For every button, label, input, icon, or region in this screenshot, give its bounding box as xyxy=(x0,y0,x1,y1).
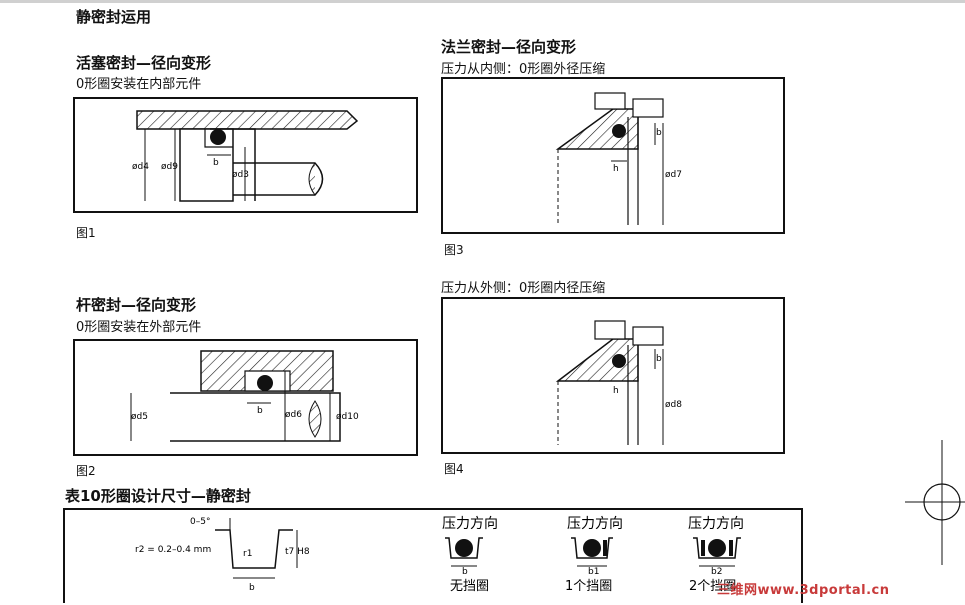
fig4-subtitle: 压力从外侧：0形圈内径压缩 xyxy=(441,281,606,296)
fig1-label-b: b xyxy=(213,158,219,168)
fig4-label-b: b xyxy=(656,354,662,364)
table10-col3-dim: b2 xyxy=(711,567,722,577)
fig2-label-d6: ød6 xyxy=(285,410,302,420)
fig2-drawing: b ød5 ød6 ød10 xyxy=(73,339,418,456)
table10-col3-pressure: 压力方向 xyxy=(688,516,744,532)
fig4-label-d8: ød8 xyxy=(665,400,682,410)
fig2-label-d5: ød5 xyxy=(131,412,148,422)
fig1-subtitle: 0形圈安装在内部元件 xyxy=(76,77,202,92)
fig2-subtitle: 0形圈安装在外部元件 xyxy=(76,320,202,335)
fig3-label-h: h xyxy=(613,164,619,174)
table10-t: t7 H8 xyxy=(285,547,310,557)
fig1-label-d9: ød9 xyxy=(161,162,178,172)
watermark: 三维网www.3dportal.cn xyxy=(717,583,890,598)
fig2-label-d10: ød10 xyxy=(336,412,359,422)
table10-title: 表10形圈设计尺寸—静密封 xyxy=(65,487,251,505)
table10-angle: 0–5° xyxy=(190,517,210,527)
table10-b: b xyxy=(249,583,255,593)
fig3-subtitle: 压力从内侧：0形圈外径压缩 xyxy=(441,62,606,77)
fig1-title: 活塞密封—径向变形 xyxy=(76,54,212,72)
fig1-label-d4: ød4 xyxy=(132,162,149,172)
fig3-label-d7: ød7 xyxy=(665,170,682,180)
table10-col1-dim: b xyxy=(462,567,468,577)
fig3-caption: 图3 xyxy=(444,243,464,257)
fig1-drawing: b ød4 ød9 ød3 xyxy=(73,97,418,213)
table10-col2-pressure: 压力方向 xyxy=(567,516,623,532)
section-title: 静密封运用 xyxy=(76,8,152,26)
table10-col2-label: 1个挡圈 xyxy=(565,579,612,594)
table10-col1-label: 无挡圈 xyxy=(450,579,489,594)
table10-r2: r2 = 0.2–0.4 mm xyxy=(135,545,211,555)
fig3-drawing: b h ød7 xyxy=(441,77,785,234)
fig4-drawing: b h ød8 xyxy=(441,297,785,454)
fig3-title: 法兰密封—径向变形 xyxy=(441,38,577,56)
fig4-label-h: h xyxy=(613,386,619,396)
table10-panel: 0–5° r2 = 0.2–0.4 mm r1 t7 H8 b 压力方向 b 无… xyxy=(63,508,803,603)
fig1-caption: 图1 xyxy=(76,226,96,240)
fig4-caption: 图4 xyxy=(444,462,464,476)
table10-r1: r1 xyxy=(243,549,252,559)
fig1-label-d3: ød3 xyxy=(232,170,249,180)
table10-col1-pressure: 压力方向 xyxy=(442,516,498,532)
fig2-label-b: b xyxy=(257,406,263,416)
table10-col3-label: 2个挡圈 xyxy=(689,579,736,594)
fig2-title: 杆密封—径向变形 xyxy=(76,296,197,314)
fig2-caption: 图2 xyxy=(76,464,96,478)
top-rule xyxy=(0,0,965,3)
fig3-label-b: b xyxy=(656,128,662,138)
registration-mark-icon xyxy=(905,440,965,565)
table10-col2-dim: b1 xyxy=(588,567,599,577)
